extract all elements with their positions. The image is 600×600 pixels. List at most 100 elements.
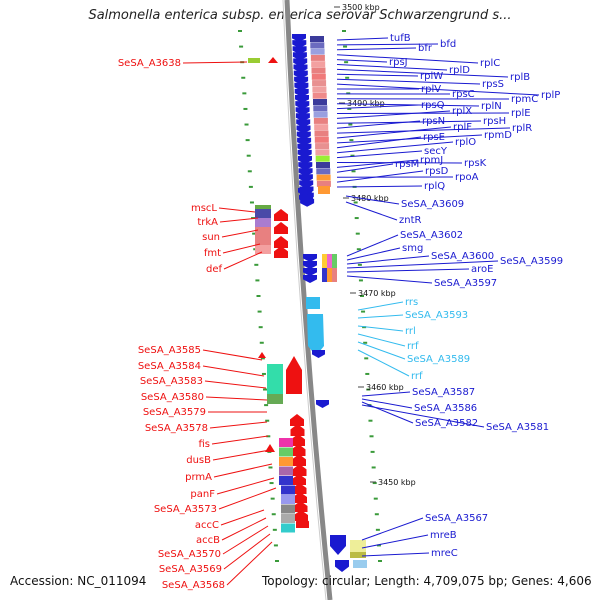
cog-box <box>313 105 328 112</box>
cog-box <box>315 149 330 156</box>
reverse-gene-chevron <box>296 119 311 128</box>
gc-tick <box>242 92 247 95</box>
gene-label: SeSA_A3602 <box>400 230 463 241</box>
gene-label: SeSA_A3567 <box>425 513 488 524</box>
reverse-gene-chevron <box>293 70 308 79</box>
gene-label: fis <box>198 439 210 450</box>
accession-label: Accession: NC_011094 <box>10 574 147 588</box>
label-leader-line <box>336 37 389 41</box>
gene-label: SeSA_A3570 <box>158 549 221 560</box>
reverse-gene-chevron <box>295 107 310 116</box>
label-leader-line <box>336 43 439 46</box>
label-leader-line <box>209 421 268 429</box>
gc-tick <box>243 107 248 110</box>
gc-tick <box>239 45 244 48</box>
label-leader-line <box>222 243 261 254</box>
cog-box <box>281 523 295 533</box>
cog-box <box>315 155 330 162</box>
label-leader-line <box>361 517 424 541</box>
gc-tick <box>252 232 257 235</box>
scale-label: 3490 kbp <box>347 99 385 108</box>
gene-label: mscL <box>191 203 217 214</box>
cog-box <box>279 466 293 476</box>
gc-tick <box>268 466 273 469</box>
topology-label: Topology: circular; Length: 4,709,075 bp… <box>262 574 592 588</box>
cog-box <box>312 92 327 99</box>
forward-gene-chevron <box>293 501 308 512</box>
reverse-gene-chevron <box>296 125 311 134</box>
gc-tick <box>354 217 359 220</box>
gc-tick <box>254 263 259 266</box>
cog-box <box>316 168 331 175</box>
cog-box <box>311 67 326 74</box>
gc-tick <box>260 357 265 360</box>
gene-label: SeSA_A3581 <box>486 422 549 433</box>
cog-box <box>255 227 271 236</box>
gc-tick <box>378 560 382 562</box>
reverse-gene-chevron <box>298 188 312 196</box>
label-leader-line <box>357 314 404 319</box>
gene-label: SeSA_A3584 <box>138 361 201 372</box>
gene-label: rplC <box>480 58 500 69</box>
label-leader-line <box>205 396 268 401</box>
reverse-gene-chevron <box>298 168 313 177</box>
cog-box <box>314 130 329 137</box>
gc-tick <box>376 544 381 547</box>
gc-tick <box>347 107 352 110</box>
gc-tick <box>363 341 368 344</box>
gc-tick <box>342 30 346 32</box>
label-leader-line <box>336 78 481 85</box>
gene-label: smg <box>402 243 423 254</box>
cog-box <box>327 254 332 268</box>
gene-label: tufB <box>390 33 411 44</box>
label-leader-line <box>346 234 399 257</box>
gene-label: sun <box>202 232 220 243</box>
forward-gene-chevron <box>291 434 305 446</box>
gc-tick <box>241 76 246 79</box>
cog-box <box>281 495 295 504</box>
cog-box <box>279 476 293 485</box>
gene-label: SeSA_A3609 <box>401 199 464 210</box>
forward-gene-chevron <box>293 492 307 503</box>
gc-tick <box>256 295 261 297</box>
label-leader-line <box>202 365 265 377</box>
gene-label: rpsJ <box>389 57 408 68</box>
gene-label: zntR <box>399 215 422 226</box>
forward-gene-chevron <box>292 483 307 494</box>
gene-label: SeSA_A3580 <box>141 392 204 403</box>
cog-box <box>267 394 283 404</box>
gc-tick <box>247 170 252 173</box>
label-leader-line <box>336 64 448 71</box>
reverse-gene-chevron <box>295 95 309 103</box>
label-leader-line <box>357 349 410 377</box>
gene-label: rpsM <box>395 159 419 170</box>
reverse-gene-chevron <box>293 58 308 67</box>
gene-label: rplX <box>452 106 472 117</box>
gene-label: SeSA_A3587 <box>412 387 475 398</box>
gene-label: rpsN <box>422 116 445 127</box>
gene-label: rpsC <box>452 89 475 100</box>
cog-box <box>313 99 327 105</box>
gene-label: trkA <box>197 217 218 228</box>
forward-gene-chevron <box>274 246 288 258</box>
gc-tick <box>368 419 373 422</box>
gene-label: SeSA_A3579 <box>143 407 206 418</box>
gc-tick <box>270 497 275 500</box>
gene-label: secY <box>424 146 448 157</box>
gene-label: bfr <box>418 43 433 54</box>
cog-box <box>313 111 328 118</box>
gc-tick <box>245 139 250 142</box>
label-leader-line <box>346 275 433 284</box>
gc-tick <box>365 372 370 375</box>
gene-label: SeSA_A3585 <box>138 345 201 356</box>
gc-tick <box>343 45 348 48</box>
gc-tick <box>261 372 266 375</box>
gene-label: rplN <box>481 101 502 112</box>
gc-tick <box>257 310 262 313</box>
cog-box <box>311 73 326 80</box>
label-leader-line <box>219 217 259 223</box>
gc-tick <box>258 326 263 329</box>
gc-tick <box>364 357 369 360</box>
forward-gene-chevron <box>292 474 306 485</box>
cog-box <box>316 180 331 187</box>
